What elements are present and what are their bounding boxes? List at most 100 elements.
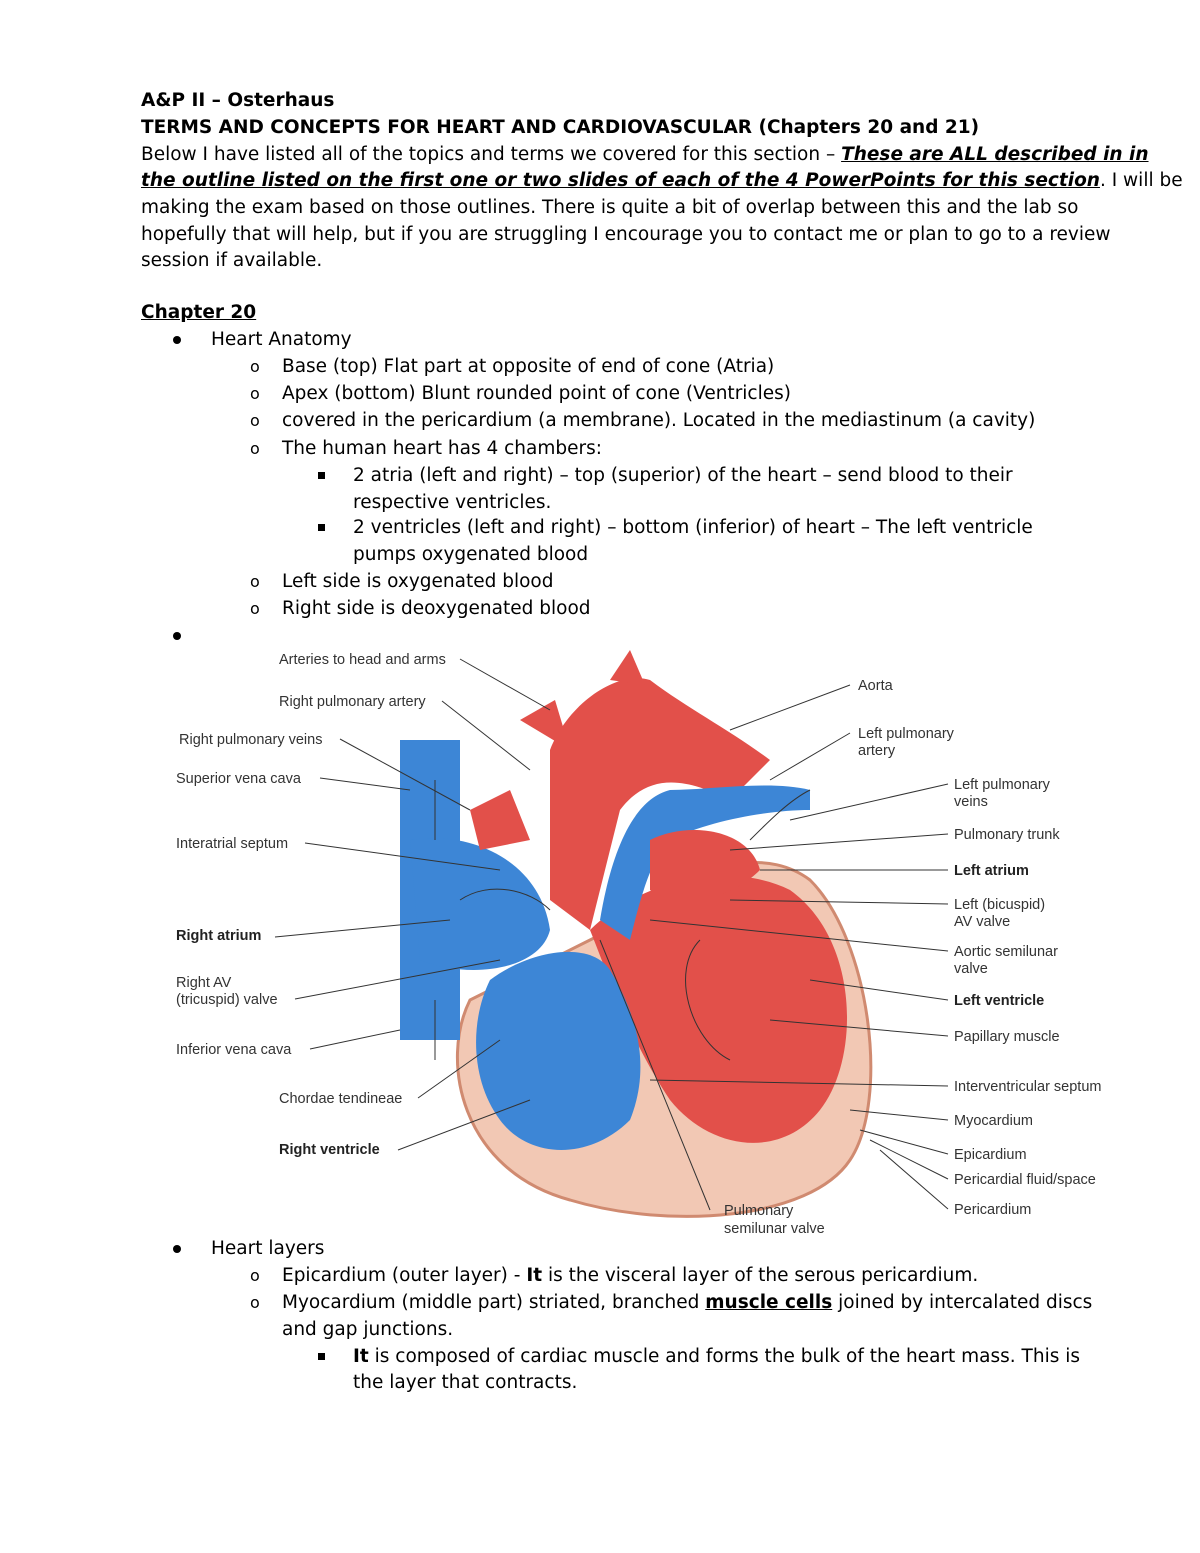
list-item: covered in the pericardium (a membrane).… bbox=[282, 410, 1036, 431]
label-left-pulmonary-veins-2: veins bbox=[954, 794, 988, 810]
leader-line bbox=[309, 1029, 401, 1050]
leader-line bbox=[769, 1019, 949, 1037]
leader-line bbox=[304, 842, 501, 871]
leader-line bbox=[294, 959, 501, 1000]
section-heading-anatomy: Heart Anatomy bbox=[211, 329, 352, 350]
label-left-pulmonary-veins: Left pulmonary bbox=[954, 777, 1051, 793]
heart-diagram: Arteries to head and arms Right pulmonar… bbox=[176, 650, 1101, 1237]
circle-bullet-icon: o bbox=[250, 572, 260, 591]
leader-line bbox=[729, 899, 949, 905]
document-title: TERMS AND CONCEPTS FOR HEART AND CARDIOV… bbox=[141, 117, 980, 138]
right-ventricle-shape bbox=[476, 951, 641, 1150]
intro-text: Below I have listed all of the topics an… bbox=[141, 144, 842, 165]
label-right-pulmonary-veins: Right pulmonary veins bbox=[179, 732, 322, 748]
intro-line-1: Below I have listed all of the topics an… bbox=[141, 142, 1149, 168]
leader-line bbox=[769, 732, 851, 781]
label-left-ventricle: Left ventricle bbox=[954, 993, 1044, 1009]
list-item-continued: and gap junctions. bbox=[282, 1319, 454, 1340]
leader-line bbox=[339, 738, 471, 811]
list-item: Epicardium (outer layer) - It is the vis… bbox=[282, 1263, 978, 1289]
leader-line bbox=[729, 684, 851, 731]
course-title: A&P II – Osterhaus bbox=[141, 90, 335, 111]
bullet-icon bbox=[173, 1245, 181, 1253]
list-item: The human heart has 4 chambers: bbox=[282, 438, 602, 459]
square-bullet-icon bbox=[318, 524, 325, 531]
flow-arrow bbox=[749, 789, 811, 841]
label-pericardium: Pericardium bbox=[954, 1202, 1031, 1218]
leader-line bbox=[809, 979, 949, 1001]
label-epicardium: Epicardium bbox=[954, 1147, 1027, 1163]
label-right-pulmonary-artery: Right pulmonary artery bbox=[279, 694, 426, 710]
section-heading-layers: Heart layers bbox=[211, 1238, 325, 1259]
label-right-av: Right AV bbox=[176, 975, 232, 991]
circle-bullet-icon: o bbox=[250, 411, 260, 430]
item-bold-underlined: muscle cells bbox=[705, 1292, 833, 1313]
circle-bullet-icon: o bbox=[250, 599, 260, 618]
list-item: Apex (bottom) Blunt rounded point of con… bbox=[282, 383, 791, 404]
leader-line bbox=[649, 1079, 949, 1087]
leader-line bbox=[879, 1149, 949, 1210]
list-item: Myocardium (middle part) striated, branc… bbox=[282, 1290, 1092, 1316]
intro-emphasis: These are ALL described in in bbox=[841, 144, 1149, 165]
list-item: Base (top) Flat part at opposite of end … bbox=[282, 356, 775, 377]
leader-line bbox=[599, 939, 711, 1211]
label-interatrial-septum: Interatrial septum bbox=[176, 836, 288, 852]
item-bold: It bbox=[526, 1265, 543, 1286]
label-pulmonary-semilunar-2: semilunar valve bbox=[724, 1221, 825, 1237]
leader-line bbox=[869, 1139, 949, 1180]
circle-bullet-icon: o bbox=[250, 357, 260, 376]
intro-emphasis: the outline listed on the first one or t… bbox=[141, 170, 1100, 191]
label-inferior-vena-cava: Inferior vena cava bbox=[176, 1042, 292, 1058]
leader-line bbox=[319, 777, 411, 791]
square-bullet-icon bbox=[318, 1353, 325, 1360]
label-right-ventricle: Right ventricle bbox=[279, 1142, 380, 1158]
label-av-valve: AV valve bbox=[954, 914, 1010, 930]
leader-line bbox=[859, 1129, 949, 1155]
right-pulmonary-veins-shape bbox=[470, 790, 530, 850]
intro-line-2: the outline listed on the first one or t… bbox=[141, 168, 1183, 194]
label-interventricular-septum: Interventricular septum bbox=[954, 1079, 1101, 1095]
aorta-branch-shape bbox=[610, 650, 645, 685]
item-text: is the visceral layer of the serous peri… bbox=[542, 1265, 979, 1286]
circle-bullet-icon: o bbox=[250, 439, 260, 458]
list-item: Right side is deoxygenated blood bbox=[282, 598, 591, 619]
leader-line bbox=[849, 1109, 949, 1121]
circle-bullet-icon: o bbox=[250, 1293, 260, 1312]
label-left-pulmonary-artery-2: artery bbox=[858, 743, 896, 759]
aorta-branch-shape bbox=[520, 700, 570, 750]
label-pulmonary-semilunar: Pulmonary bbox=[724, 1203, 794, 1219]
leader-line bbox=[274, 919, 451, 938]
label-chordae-tendineae: Chordae tendineae bbox=[279, 1091, 402, 1107]
sub-list-item: 2 ventricles (left and right) – bottom (… bbox=[353, 517, 1033, 538]
label-papillary-muscle: Papillary muscle bbox=[954, 1029, 1060, 1045]
leader-line bbox=[649, 919, 949, 952]
item-text: is composed of cardiac muscle and forms … bbox=[368, 1346, 1080, 1367]
intro-line-4: hopefully that will help, but if you are… bbox=[141, 224, 1111, 245]
label-arteries: Arteries to head and arms bbox=[279, 652, 446, 668]
intro-line-3: making the exam based on those outlines.… bbox=[141, 197, 1079, 218]
leader-line bbox=[397, 1099, 531, 1151]
intro-line-5: session if available. bbox=[141, 250, 323, 271]
flow-arrow bbox=[685, 939, 731, 1061]
label-left-atrium: Left atrium bbox=[954, 863, 1029, 879]
label-bicuspid: Left (bicuspid) bbox=[954, 897, 1045, 913]
sub-list-item: pumps oxygenated blood bbox=[353, 544, 589, 565]
label-right-atrium: Right atrium bbox=[176, 928, 261, 944]
sub-list-item: 2 atria (left and right) – top (superior… bbox=[353, 465, 1013, 486]
leader-line bbox=[417, 1039, 501, 1099]
left-atrium-shape bbox=[650, 830, 760, 901]
label-myocardium: Myocardium bbox=[954, 1113, 1033, 1129]
label-aortic-semilunar: Aortic semilunar bbox=[954, 944, 1058, 960]
circle-bullet-icon: o bbox=[250, 384, 260, 403]
item-text: Epicardium (outer layer) - bbox=[282, 1265, 527, 1286]
item-text: joined by intercalated discs bbox=[832, 1292, 1093, 1313]
label-pericardial-fluid: Pericardial fluid/space bbox=[954, 1172, 1096, 1188]
label-superior-vena-cava: Superior vena cava bbox=[176, 771, 302, 787]
label-left-pulmonary-artery: Left pulmonary bbox=[858, 726, 955, 742]
leader-line bbox=[729, 833, 949, 851]
item-text: Myocardium (middle part) striated, branc… bbox=[282, 1292, 706, 1313]
list-item: Left side is oxygenated blood bbox=[282, 571, 554, 592]
label-pulmonary-trunk: Pulmonary trunk bbox=[954, 827, 1060, 843]
left-ventricle-shape bbox=[590, 875, 848, 1143]
